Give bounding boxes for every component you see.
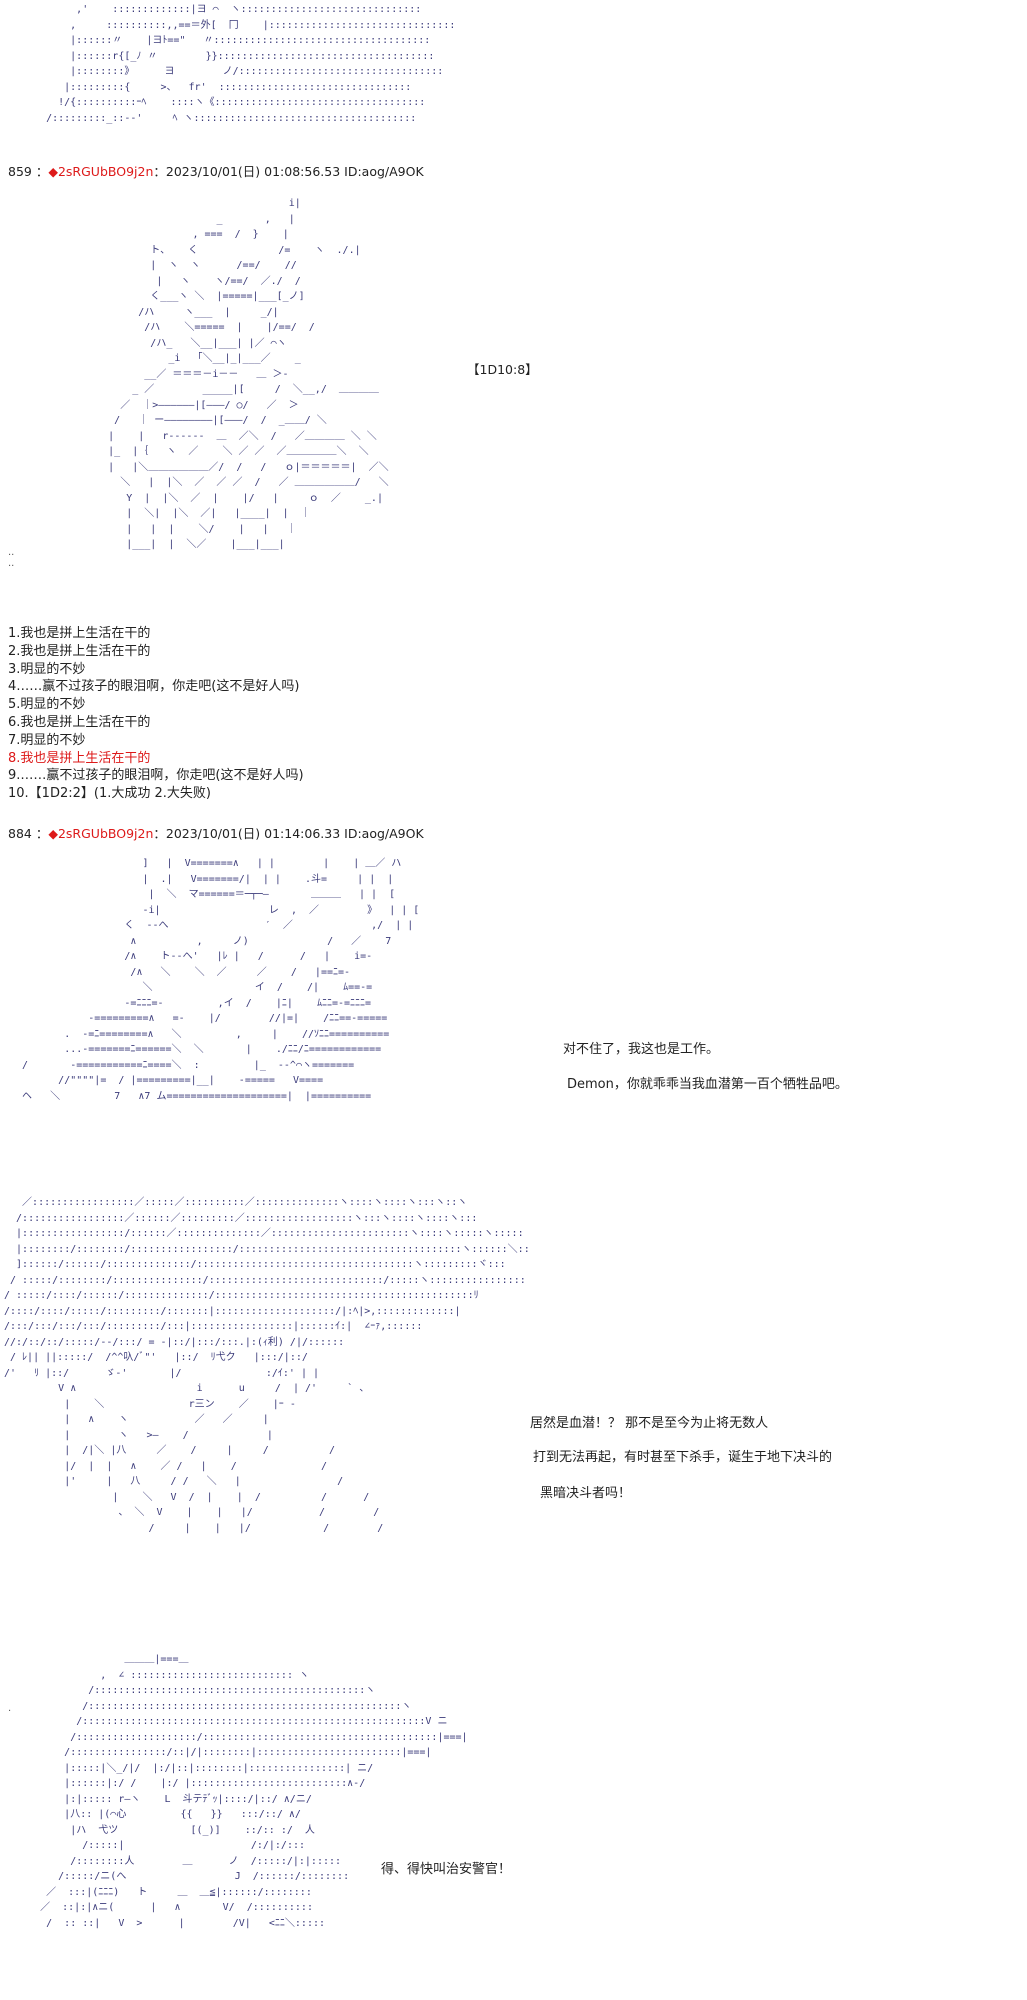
- dialog-line: 黑暗决斗者吗！: [540, 1486, 632, 1501]
- choice-list: 1.我也是拼上生活在干的 2.我也是拼上生活在干的 3.明显的不妙 4……赢不过…: [8, 625, 304, 803]
- post-meta: ：2023/10/01(日) 01:08:56.53 ID:aog/A9OK: [153, 164, 424, 179]
- dots-mark: ....: [8, 547, 15, 569]
- dialog-line: 打到无法再起，有时甚至下杀手，诞生于地下决斗的: [533, 1450, 833, 1465]
- choice-item: 7.明显的不妙: [8, 732, 86, 748]
- choice-item: 6.我也是拼上生活在干的: [8, 714, 151, 730]
- choice-item: 4……赢不过孩子的眼泪啊，你走吧(这不是好人吗): [8, 679, 300, 695]
- choice-item: 5.明显的不妙: [8, 697, 86, 713]
- dialog-line: Demon，你就乖乖当我血潜第一百个牺牲品吧。: [567, 1077, 848, 1092]
- post-meta: ：2023/10/01(日) 01:14:06.33 ID:aog/A9OK: [153, 826, 424, 841]
- post-number: 884 ：: [8, 826, 49, 841]
- dialog-line: 对不住了，我这也是工作。: [563, 1042, 720, 1057]
- ascii-art-robot: i| _ , | , === / } | ト、 く /= ヽ ./.| | ヽ …: [108, 198, 389, 550]
- ascii-art-top: ,' :::::::::::::|ヨ ⌒ ヽ::::::::::::::::::…: [46, 4, 456, 124]
- poster-name[interactable]: ◆2sRGUbBO9j2n: [48, 826, 154, 841]
- choice-item: 9.……赢不过孩子的眼泪啊，你走吧(这不是好人吗): [8, 768, 304, 784]
- post-number: 859 ：: [8, 164, 49, 179]
- choice-item: 10.【1D2:2】(1.大成功 2.大失败): [8, 786, 211, 802]
- choice-item: 3.明显的不妙: [8, 661, 86, 677]
- dialog-line: 居然是血潜！？ 那不是至今为止将无数人: [530, 1416, 769, 1431]
- post-header-884: 884 ：◆2sRGUbBO9j2n：2023/10/01(日) 01:14:0…: [8, 823, 424, 842]
- choice-item: 2.我也是拼上生活在干的: [8, 643, 151, 659]
- dialog-line: 得、得快叫治安警官！: [381, 1862, 512, 1877]
- ascii-art-fighter: ] | V=======∧ | | | | ＿／ ハ | .| V=======…: [22, 858, 420, 1102]
- poster-name[interactable]: ◆2sRGUbBO9j2n: [48, 164, 154, 179]
- post-header-859: 859 ：◆2sRGUbBO9j2n：2023/10/01(日) 01:08:5…: [8, 161, 424, 180]
- dots-mark: .: [8, 1703, 12, 1714]
- ascii-art-guard: ＿＿＿|===＿ , ∠ :::::::::::::::::::::::::::…: [40, 1654, 468, 1929]
- ascii-art-vampire: ／:::::::::::::::::／:::::／::::::::::／::::…: [4, 1197, 530, 1534]
- choice-item: 1.我也是拼上生活在干的: [8, 626, 151, 641]
- choice-item-selected: 8.我也是拼上生活在干的: [8, 750, 151, 766]
- dice-roll-result: 【1D10:8】: [467, 362, 538, 377]
